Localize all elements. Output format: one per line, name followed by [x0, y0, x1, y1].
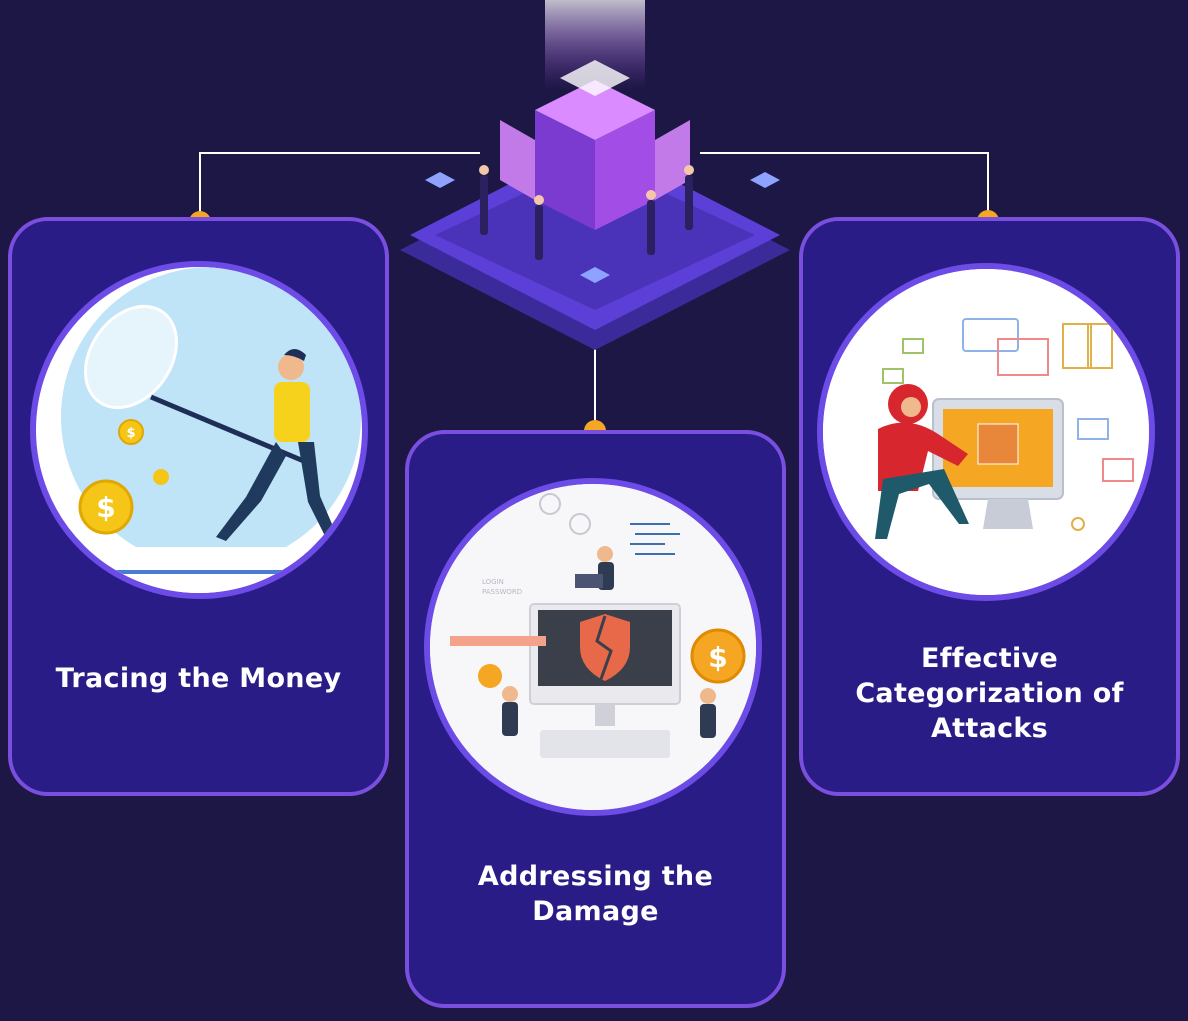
tower-left-face — [535, 110, 595, 230]
coin-icon — [118, 419, 144, 445]
coin-icon — [153, 469, 169, 485]
card-title-effective-categorization: Effective Categorization of Attacks — [803, 641, 1176, 746]
coin-symbol-large: $ — [96, 491, 115, 524]
card-title-line: Tracing the Money — [55, 663, 342, 694]
connector-left — [199, 152, 480, 222]
card-title-addressing-the-damage: Addressing the Damage — [409, 859, 782, 929]
card-title-line: Attacks — [930, 713, 1049, 744]
card-title-line: Effective — [920, 643, 1059, 674]
tracing-money-illustration: $ $ — [30, 261, 368, 599]
card-addressing-the-damage: LOGIN PASSWORD $ — [405, 430, 786, 1008]
tower-top — [535, 80, 655, 140]
card-title-tracing-the-money: Tracing the Money — [12, 661, 385, 696]
envelope-icon — [1077, 418, 1109, 440]
card-title-line: Categorization of — [855, 678, 1124, 709]
coin-icon — [78, 479, 134, 535]
envelope-icon — [1102, 458, 1134, 482]
coin-symbol-small: $ — [126, 426, 135, 441]
coin-icon — [690, 628, 746, 684]
card-tracing-the-money: $ $ Tracing the Money — [8, 217, 389, 796]
login-label: LOGIN — [482, 578, 504, 586]
categorization-illustration — [817, 263, 1155, 601]
people-figures — [480, 175, 693, 260]
password-label: PASSWORD — [482, 588, 522, 596]
panel-right — [655, 120, 690, 200]
card-title-line: Addressing the — [477, 861, 714, 892]
card-title-line: Damage — [532, 896, 659, 927]
server-platform-illustration — [400, 0, 790, 350]
coin-symbol-middle: $ — [708, 641, 727, 674]
card-effective-categorization-of-attacks: Effective Categorization of Attacks — [799, 217, 1180, 796]
net-icon — [84, 304, 178, 410]
tower-right-face — [595, 110, 655, 230]
credit-card-icon — [962, 318, 1019, 352]
panel-left — [500, 120, 535, 200]
addressing-damage-illustration: LOGIN PASSWORD $ — [424, 478, 762, 816]
connector-right — [700, 152, 989, 222]
